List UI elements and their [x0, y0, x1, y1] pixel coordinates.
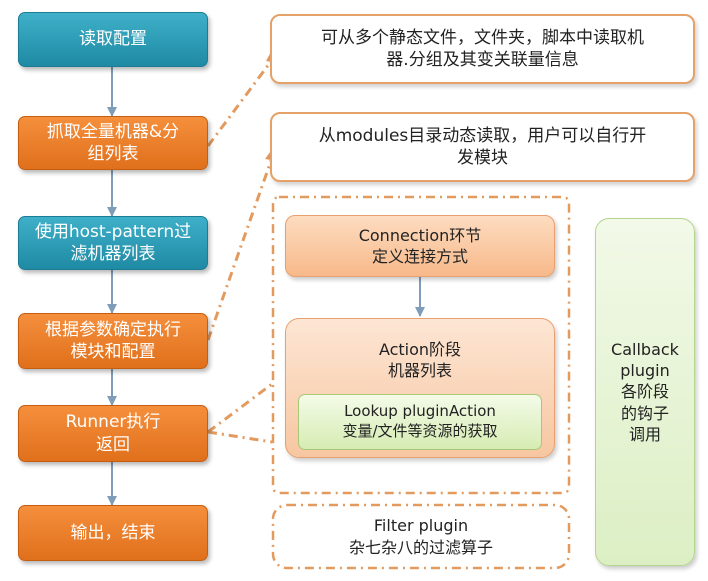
connection-stage: Connection环节 定义连接方式 — [285, 215, 555, 277]
step-runner: Runner执行 返回 — [18, 405, 208, 462]
dashed-connector — [207, 382, 273, 434]
note-config-source: 可从多个静态文件，文件夹，脚本中读取机 器.分组及其变关联量信息 — [270, 14, 695, 84]
connection-stage-label: Connection环节 定义连接方式 — [358, 225, 482, 266]
dashed-connector — [206, 59, 274, 147]
filter-plugin-label: Filter plugin 杂七杂八的过滤算子 — [348, 516, 493, 557]
note-modules: 从modules目录动态读取，用户可以自行开 发模块 — [270, 112, 695, 182]
step-grab-machines: 抓取全量机器&分 组列表 — [18, 116, 208, 170]
step-read-config: 读取配置 — [18, 12, 208, 67]
lookup-plugin: Lookup pluginAction 变量/文件等资源的获取 — [298, 394, 542, 450]
filter-plugin: Filter plugin 杂七杂八的过滤算子 — [278, 508, 564, 565]
step-read-config-label: 读取配置 — [79, 29, 147, 50]
action-stage-label: Action阶段 机器列表 — [378, 340, 462, 381]
runner-group-frame — [271, 195, 571, 495]
note-modules-text: 从modules目录动态读取，用户可以自行开 发模块 — [318, 125, 647, 168]
step-output-label: 输出，结束 — [70, 522, 156, 543]
step-host-pattern: 使用host-pattern过 滤机器列表 — [18, 216, 208, 270]
lookup-plugin-label: Lookup pluginAction 变量/文件等资源的获取 — [342, 402, 498, 440]
step-params-label: 根据参数确定执行 模块和配置 — [45, 319, 181, 362]
callback-plugin-label: Callback plugin 各阶段 的钩子 调用 — [611, 340, 679, 444]
step-host-pattern-label: 使用host-pattern过 滤机器列表 — [34, 221, 192, 264]
note-config-source-text: 可从多个静态文件，文件夹，脚本中读取机 器.分组及其变关联量信息 — [321, 27, 644, 70]
dashed-connector — [207, 430, 273, 444]
step-grab-machines-label: 抓取全量机器&分 组列表 — [46, 121, 180, 164]
step-runner-label: Runner执行 返回 — [65, 412, 161, 455]
filter-group-frame — [271, 503, 571, 570]
step-output: 输出，结束 — [18, 505, 208, 561]
callback-plugin: Callback plugin 各阶段 的钩子 调用 — [595, 218, 695, 566]
step-params: 根据参数确定执行 模块和配置 — [18, 313, 208, 369]
dashed-connector — [206, 157, 274, 341]
